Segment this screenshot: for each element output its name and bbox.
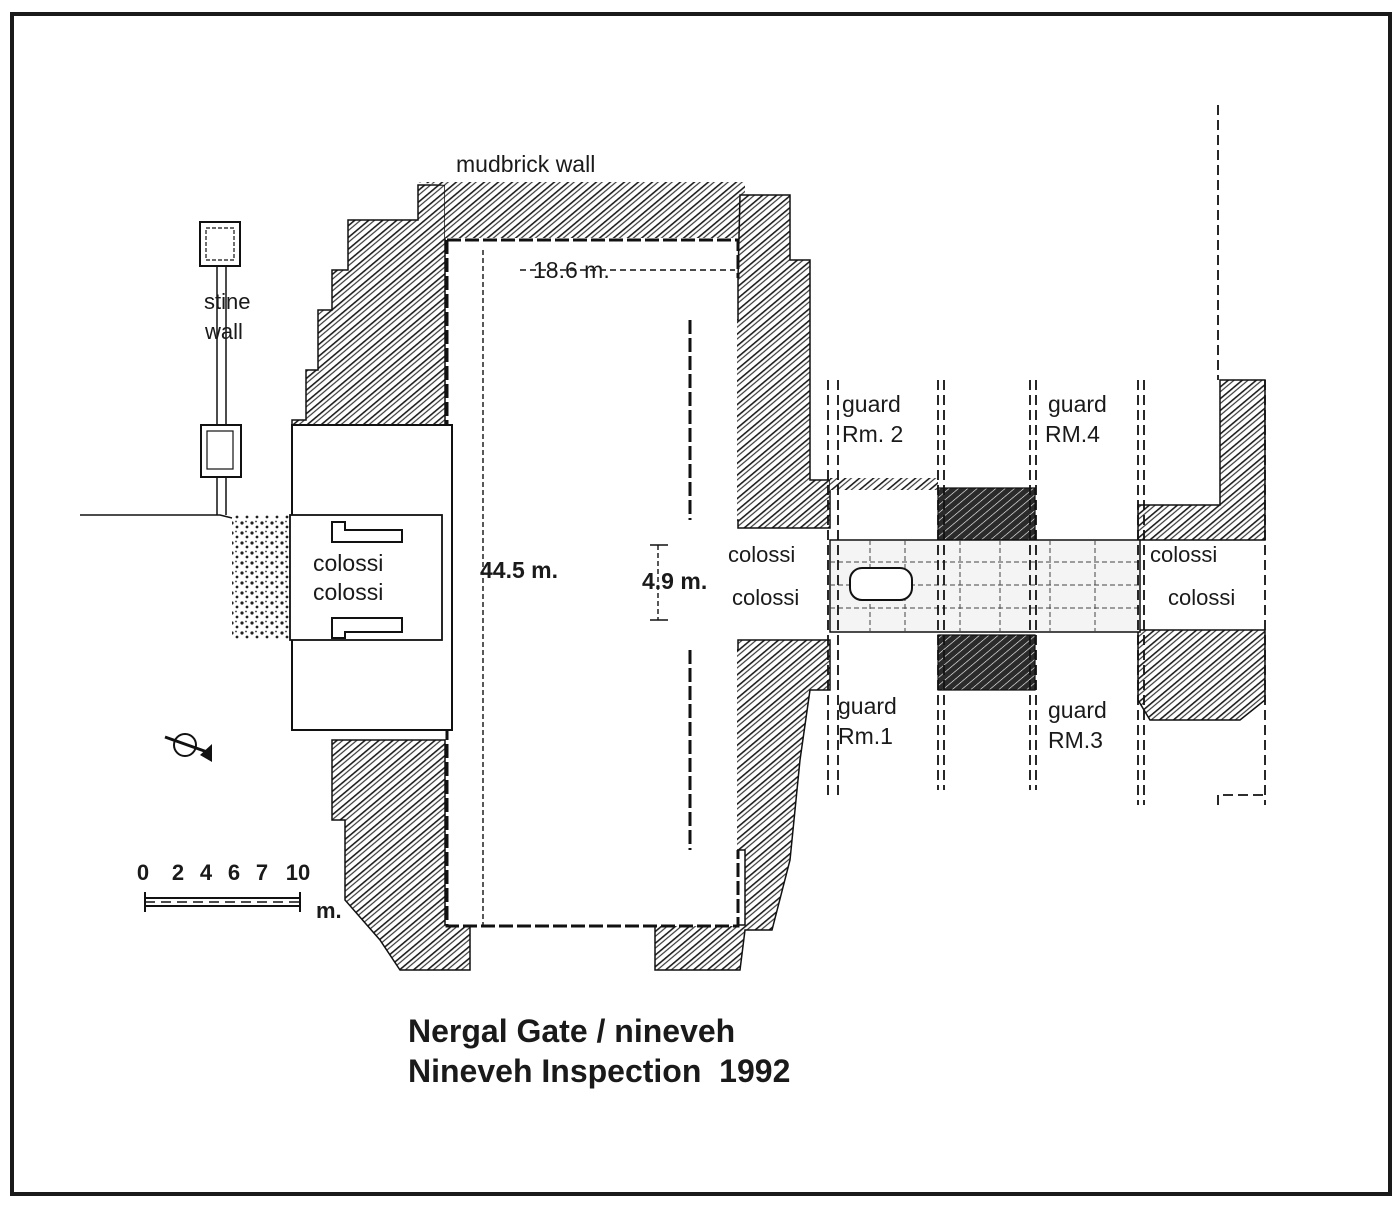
label-guard-rm4-2: RM.4 <box>1045 421 1100 447</box>
central-stone-slab <box>849 567 913 601</box>
label-colossi-east-upper: colossi <box>1150 542 1217 567</box>
guard-room-3-wall <box>937 634 1036 691</box>
stone-wall-tower-north-inner <box>205 227 235 261</box>
label-guard-rm1-1: guard <box>838 693 897 719</box>
stone-wall-tower-south <box>200 424 242 478</box>
mudbrick-wall-west <box>291 184 446 426</box>
label-courtyard-length: 44.5 m. <box>480 557 558 583</box>
courtyard-dashed-outline <box>445 238 740 928</box>
guard-room-4-wall <box>937 487 1036 541</box>
label-stone-wall-1: stine <box>204 289 250 314</box>
label-guard-rm2-2: Rm. 2 <box>842 421 903 447</box>
label-stone-wall-2: wall <box>204 319 243 344</box>
paving-stones <box>830 540 1140 632</box>
label-colossi-west-lower: colossi <box>313 579 383 605</box>
label-guard-rm3-1: guard <box>1048 697 1107 723</box>
scale-bar: 0 2 4 6 7 10 m. <box>137 860 342 923</box>
gate-courtyard <box>447 240 737 926</box>
guard-room-4-east-wall <box>1137 379 1266 541</box>
ground-line <box>80 514 233 519</box>
scale-tick-0: 0 <box>137 860 149 885</box>
stone-wall-tower-north <box>199 221 241 267</box>
rubble-strip <box>232 515 292 640</box>
label-guard-rm4-1: guard <box>1048 391 1107 417</box>
caption-subtitle: Nineveh Inspection 1992 <box>408 1053 790 1089</box>
label-guard-rm2-1: guard <box>842 391 901 417</box>
label-guard-rm3-2: RM.3 <box>1048 727 1103 753</box>
mudbrick-wall-southwest <box>331 739 471 971</box>
dimension-lines <box>482 250 735 925</box>
scale-tick-10: 10 <box>286 860 310 885</box>
label-colossi-west-upper: colossi <box>313 550 383 576</box>
scale-unit: m. <box>316 898 342 923</box>
scale-tick-2: 2 <box>172 860 184 885</box>
label-mudbrick-wall: mudbrick wall <box>456 151 595 177</box>
north-arrow-icon <box>164 733 212 762</box>
scale-tick-4: 4 <box>200 860 213 885</box>
label-guard-rm1-2: Rm.1 <box>838 723 893 749</box>
guard-room-outlines <box>827 105 1266 805</box>
caption-title: Nergal Gate / nineveh <box>408 1013 735 1049</box>
label-courtyard-width: 18.6 m. <box>533 257 610 283</box>
label-passage-width: 4.9 m. <box>642 568 707 594</box>
label-colossi-east-lower: colossi <box>1168 585 1235 610</box>
mudbrick-wall-west-top <box>415 182 745 238</box>
page-frame <box>10 12 1392 1196</box>
label-colossi-mid-lower: colossi <box>732 585 799 610</box>
scale-tick-6: 6 <box>228 860 240 885</box>
stone-wall-tower-south-inner <box>206 430 234 470</box>
guard-room-3-east-wall <box>1137 629 1266 721</box>
colossus-west-lower-shape <box>331 617 403 639</box>
colossus-west-upper-shape <box>331 521 403 543</box>
guard-room-2-wall <box>830 478 938 490</box>
label-colossi-mid-upper: colossi <box>728 542 795 567</box>
scale-tick-7: 7 <box>256 860 268 885</box>
